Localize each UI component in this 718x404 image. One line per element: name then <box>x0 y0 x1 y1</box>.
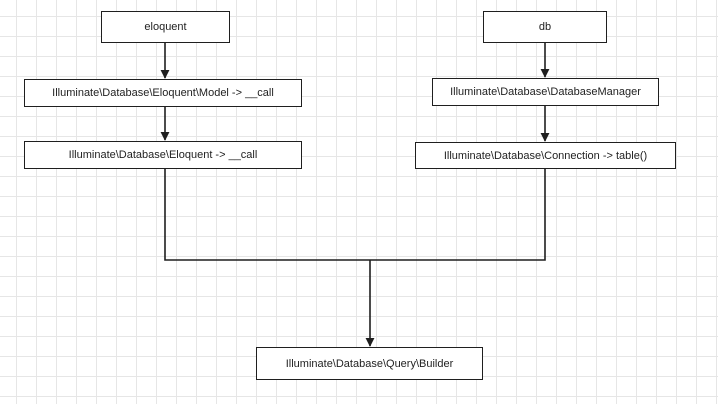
node-db-label: db <box>538 21 552 33</box>
node-eloquent-model-call-label: Illuminate\Database\Eloquent\Model -> __… <box>52 87 274 99</box>
node-eloquent-label: eloquent <box>144 21 187 33</box>
node-query-builder-label: Illuminate\Database\Query\Builder <box>285 357 454 370</box>
node-query-builder: Illuminate\Database\Query\Builder <box>256 347 483 380</box>
node-db: db <box>483 11 607 43</box>
node-eloquent-call: Illuminate\Database\Eloquent -> __call <box>24 141 302 169</box>
node-database-manager-label: Illuminate\Database\DatabaseManager <box>450 86 641 98</box>
node-connection-table: Illuminate\Database\Connection -> table(… <box>415 142 676 169</box>
node-connection-table-label: Illuminate\Database\Connection -> table(… <box>443 149 648 162</box>
node-eloquent-call-label: Illuminate\Database\Eloquent -> __call <box>68 149 258 161</box>
node-eloquent-model-call: Illuminate\Database\Eloquent\Model -> __… <box>24 79 302 107</box>
node-database-manager: Illuminate\Database\DatabaseManager <box>432 78 659 106</box>
node-eloquent: eloquent <box>101 11 230 43</box>
edge-merge-to-query-builder <box>164 169 546 261</box>
